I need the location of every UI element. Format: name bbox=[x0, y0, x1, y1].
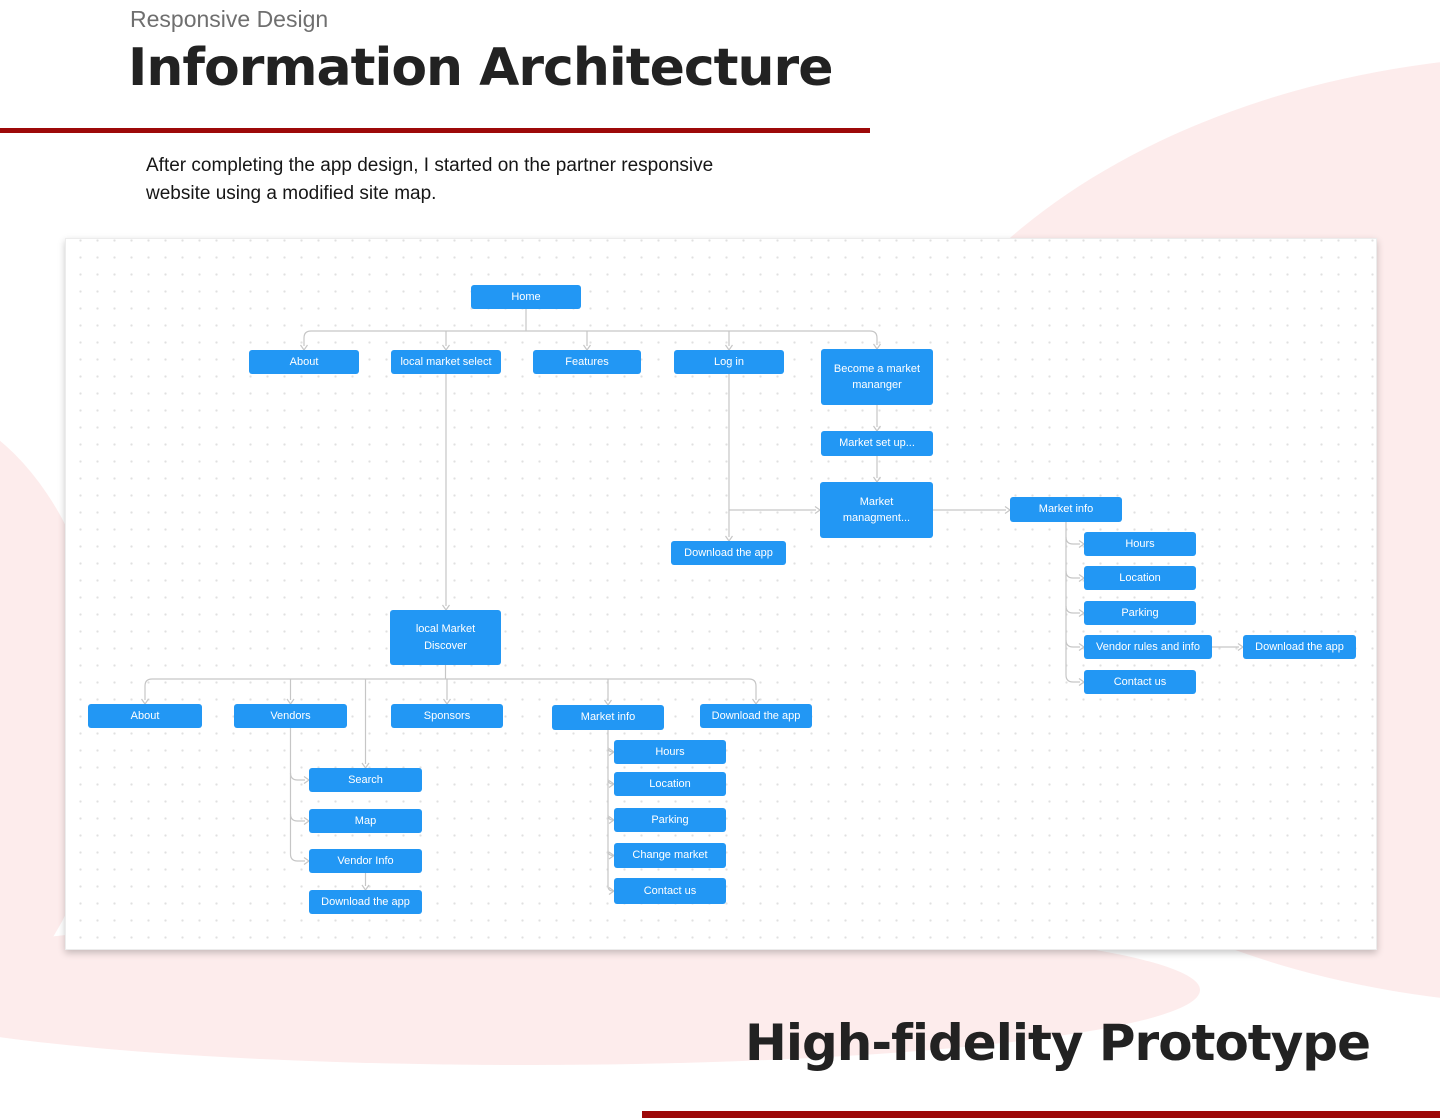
node-bmm: Become a market mananger bbox=[821, 349, 933, 405]
node-vri: Vendor rules and info bbox=[1084, 635, 1212, 659]
node-features: Features bbox=[533, 350, 641, 374]
node-contact2: Contact us bbox=[614, 878, 726, 904]
node-change: Change market bbox=[614, 843, 726, 868]
node-park1: Parking bbox=[1084, 601, 1196, 625]
node-park2: Parking bbox=[614, 808, 726, 832]
node-about1: About bbox=[249, 350, 359, 374]
node-dta1: Download the app bbox=[671, 541, 786, 565]
title-underline bbox=[0, 128, 870, 133]
next-section-title: High-fidelity Prototype bbox=[745, 1014, 1371, 1072]
node-dta2: Download the app bbox=[1243, 635, 1356, 659]
node-contact1: Contact us bbox=[1084, 670, 1196, 694]
node-dta4: Download the app bbox=[309, 890, 422, 914]
node-lmd: local Market Discover bbox=[390, 610, 501, 665]
node-loc2: Location bbox=[614, 772, 726, 796]
node-login: Log in bbox=[674, 350, 784, 374]
node-msu: Market set up... bbox=[821, 431, 933, 456]
node-map: Map bbox=[309, 809, 422, 833]
node-mm: Market managment... bbox=[820, 482, 933, 538]
node-vendors: Vendors bbox=[234, 704, 347, 728]
node-lms: local market select bbox=[391, 350, 501, 374]
node-hours1: Hours bbox=[1084, 532, 1196, 556]
node-dta3: Download the app bbox=[700, 704, 812, 728]
page-title: Information Architecture bbox=[128, 38, 833, 98]
node-minfo2: Market info bbox=[552, 705, 664, 730]
node-loc1: Location bbox=[1084, 566, 1196, 590]
section-eyebrow: Responsive Design bbox=[130, 6, 329, 32]
node-sponsors: Sponsors bbox=[391, 704, 503, 728]
node-search: Search bbox=[309, 768, 422, 792]
section-description: After completing the app design, I start… bbox=[146, 155, 714, 204]
footer-underline bbox=[642, 1111, 1440, 1118]
node-hours2: Hours bbox=[614, 740, 726, 764]
node-minfo1: Market info bbox=[1010, 497, 1122, 522]
node-home: Home bbox=[471, 285, 581, 309]
node-vinfo: Vendor Info bbox=[309, 849, 422, 873]
node-about2: About bbox=[88, 704, 202, 728]
